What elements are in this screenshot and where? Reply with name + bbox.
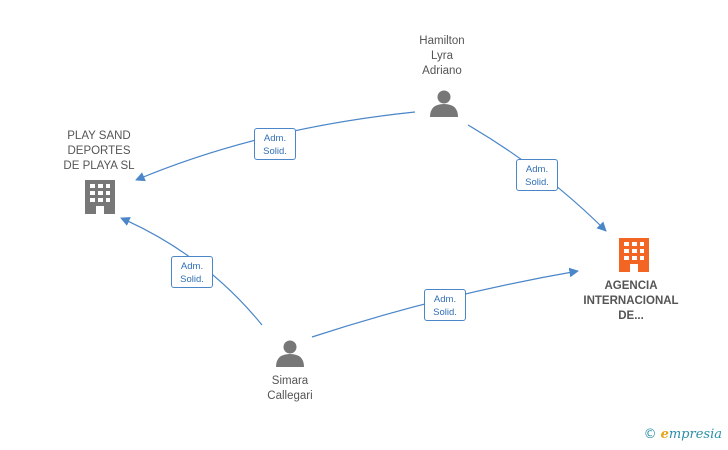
copyright-icon: © (643, 427, 657, 442)
building-icon[interactable] (85, 180, 115, 214)
person-icon[interactable] (430, 90, 458, 118)
edge-badge-simara-agencia: Adm. Solid. (424, 289, 466, 321)
building-icon-highlighted[interactable] (619, 238, 649, 272)
node-label-agencia[interactable]: AGENCIA INTERNACIONAL DE... (583, 280, 679, 322)
brand-initial: e (660, 427, 669, 442)
node-label-hamilton[interactable]: Hamilton Lyra Adriano (419, 35, 465, 77)
edge-badge-hamilton-agencia: Adm. Solid. (516, 159, 558, 191)
edge-badge-hamilton-playsand: Adm. Solid. (254, 128, 296, 160)
person-icon[interactable] (276, 340, 304, 368)
edge-badge-simara-playsand: Adm. Solid. (171, 256, 213, 288)
empresia-logo[interactable]: ©empresia (644, 427, 722, 442)
node-label-simara[interactable]: Simara Callegari (267, 375, 313, 402)
brand-name: mpresia (668, 427, 722, 442)
node-label-playsand[interactable]: PLAY SAND DEPORTES DE PLAYA SL (63, 130, 135, 172)
